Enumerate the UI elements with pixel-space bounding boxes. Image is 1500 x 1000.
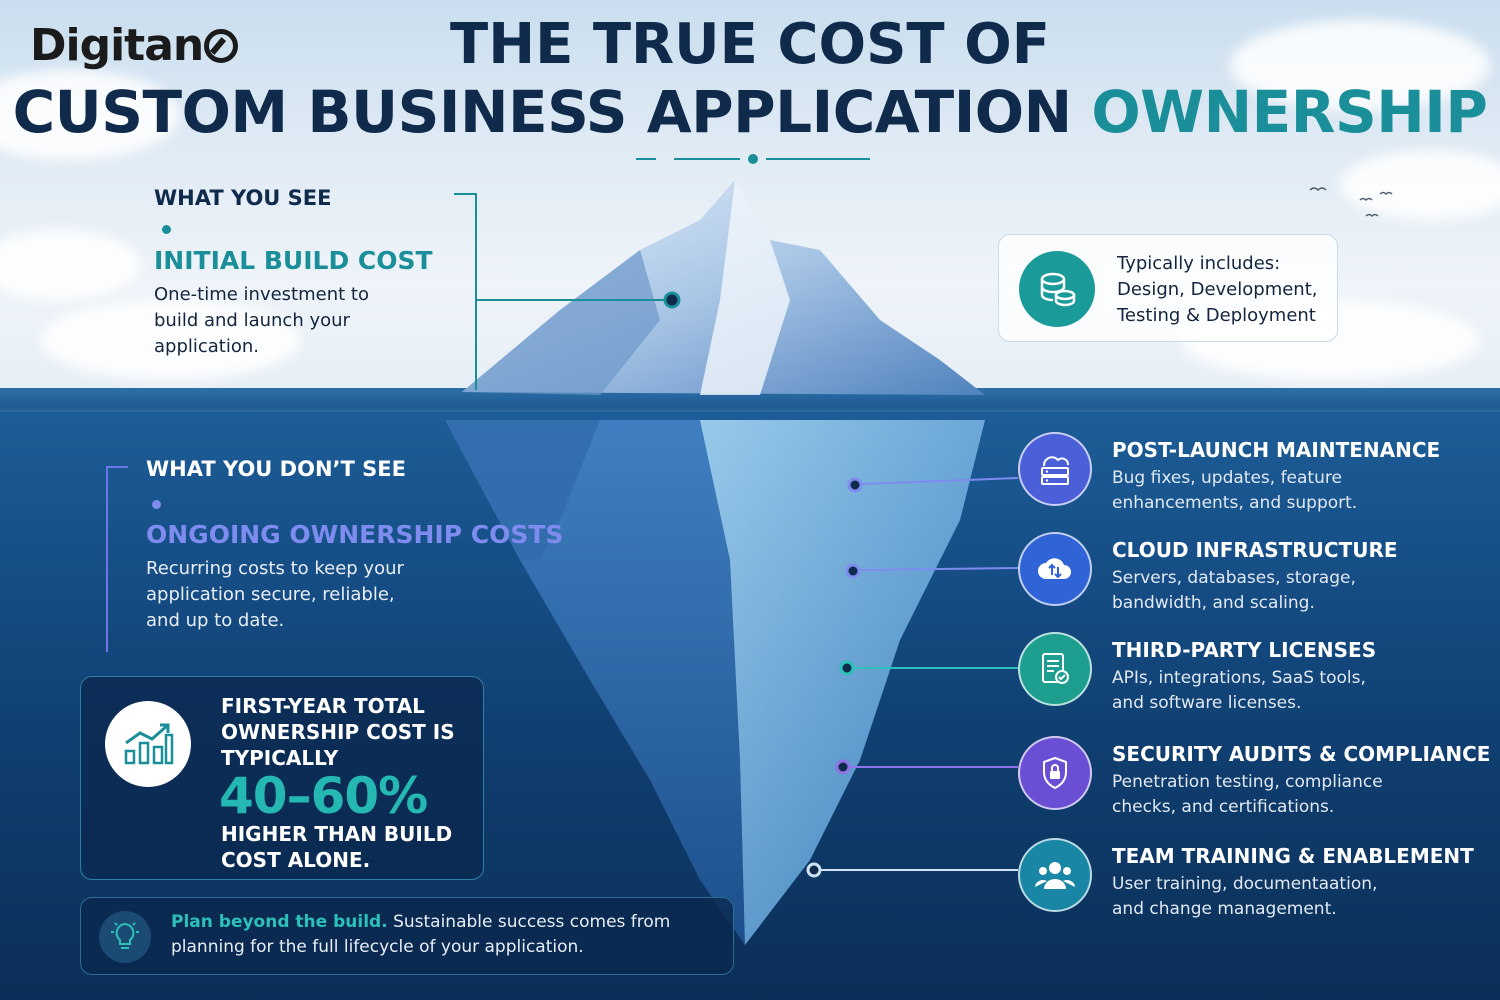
team-icon bbox=[1018, 838, 1092, 912]
title-main: CUSTOM BUSINESS APPLICATION bbox=[12, 78, 1073, 146]
brand-logo[interactable]: Digitan bbox=[30, 20, 239, 71]
visible-connector bbox=[454, 193, 681, 390]
note-highlight: Plan beyond the build. bbox=[171, 912, 388, 932]
note-body: Sustainable success comes from planning … bbox=[171, 912, 671, 957]
item-heading: SECURITY AUDITS & COMPLIANCE bbox=[1112, 742, 1491, 766]
hidden-bracket bbox=[106, 466, 128, 652]
cloud-sync-icon bbox=[1018, 532, 1092, 606]
item-description: Bug fixes, updates, feature enhancements… bbox=[1112, 468, 1358, 513]
cost-item-licenses: THIRD-PARTY LICENSES APIs, integrations,… bbox=[1018, 632, 1478, 718]
cost-item-maintenance: POST-LAUNCH MAINTENANCE Bug fixes, updat… bbox=[1018, 432, 1478, 518]
note-text: Plan beyond the build. Sustainable succe… bbox=[171, 910, 731, 960]
cost-item-security: SECURITY AUDITS & COMPLIANCE Penetration… bbox=[1018, 736, 1490, 822]
item-description: Penetration testing, compliance checks, … bbox=[1112, 772, 1383, 817]
bar-chart-growth-icon bbox=[105, 701, 191, 787]
stat-line1: FIRST-YEAR TOTAL OWNERSHIP COST IS TYPIC… bbox=[221, 694, 455, 770]
includes-text: Typically includes: Design, Development,… bbox=[1117, 253, 1318, 326]
includes-card: Typically includes: Design, Development,… bbox=[998, 234, 1338, 342]
title-accent: OWNERSHIP bbox=[1091, 78, 1488, 146]
logo-o-icon bbox=[204, 29, 239, 63]
database-icon bbox=[1019, 251, 1095, 327]
item-heading: TEAM TRAINING & ENABLEMENT bbox=[1112, 844, 1474, 868]
lightbulb-icon bbox=[99, 911, 151, 963]
stat-callout: FIRST-YEAR TOTAL OWNERSHIP COST IS TYPIC… bbox=[80, 676, 484, 880]
item-heading: CLOUD INFRASTRUCTURE bbox=[1112, 538, 1398, 562]
logo-text: Digitan bbox=[30, 20, 204, 71]
license-document-icon bbox=[1018, 632, 1092, 706]
section-label-visible: WHAT YOU SEE bbox=[154, 186, 332, 210]
planning-note: Plan beyond the build. Sustainable succe… bbox=[80, 897, 734, 975]
ongoing-cost-heading: ONGOING OWNERSHIP COSTS bbox=[146, 520, 564, 549]
item-heading: THIRD-PARTY LICENSES bbox=[1112, 638, 1377, 662]
section-label-hidden: WHAT YOU DON’T SEE bbox=[146, 457, 406, 481]
item-description: Servers, databases, storage, bandwidth, … bbox=[1112, 568, 1356, 613]
item-heading: POST-LAUNCH MAINTENANCE bbox=[1112, 438, 1441, 462]
cost-item-cloud: CLOUD INFRASTRUCTURE Servers, databases,… bbox=[1018, 532, 1478, 618]
security-shield-icon bbox=[1018, 736, 1092, 810]
initial-cost-description: One-time investment to build and launch … bbox=[154, 284, 369, 357]
ongoing-cost-description: Recurring costs to keep your application… bbox=[146, 558, 404, 631]
page-title-line2: CUSTOM BUSINESS APPLICATION OWNERSHIP bbox=[0, 78, 1500, 146]
page-title-line1: THE TRUE COST OF bbox=[450, 12, 1050, 77]
item-description: User training, documentaation, and chang… bbox=[1112, 874, 1378, 919]
initial-cost-heading: INITIAL BUILD COST bbox=[154, 246, 433, 275]
server-cloud-icon bbox=[1018, 432, 1092, 506]
item-description: APIs, integrations, SaaS tools, and soft… bbox=[1112, 668, 1366, 713]
stat-value: 40–60% bbox=[219, 767, 428, 825]
birds-decoration bbox=[1309, 187, 1393, 218]
bullet-dot bbox=[162, 225, 171, 234]
stat-line2: HIGHER THAN BUILD COST ALONE. bbox=[221, 822, 453, 872]
cost-item-training: TEAM TRAINING & ENABLEMENT User training… bbox=[1018, 838, 1478, 924]
bullet-dot bbox=[152, 500, 161, 509]
title-divider bbox=[636, 154, 870, 164]
